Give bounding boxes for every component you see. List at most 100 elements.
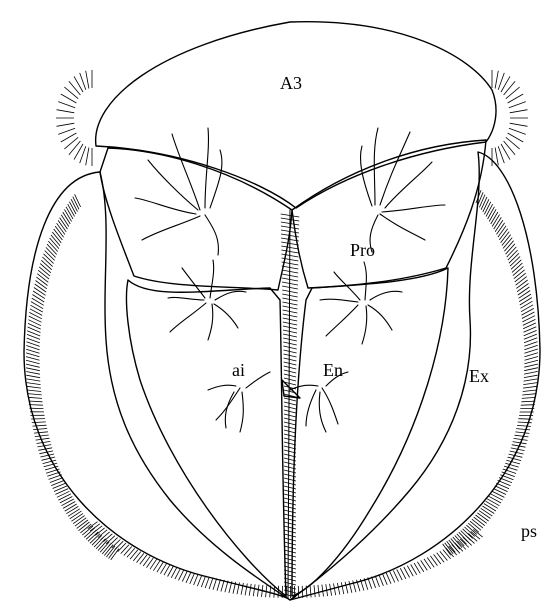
seta-line	[26, 372, 40, 375]
seta-line	[524, 349, 537, 353]
median-seta-line	[284, 406, 296, 409]
label-ai: ai	[232, 361, 245, 379]
seta-line	[495, 148, 498, 166]
median-seta-line	[283, 326, 297, 329]
seta-line	[519, 294, 531, 302]
label-ps: ps	[521, 522, 537, 540]
seta-line	[34, 288, 46, 296]
seta-line	[253, 584, 255, 596]
seta-line	[337, 583, 339, 595]
median-seta-line	[284, 430, 296, 433]
seta-line	[523, 386, 537, 388]
seta-line	[524, 379, 538, 381]
seta-line	[34, 432, 48, 433]
seta-line	[190, 573, 195, 584]
seta-line	[27, 379, 41, 381]
seta-line	[75, 518, 86, 526]
seta-line	[48, 241, 57, 251]
seta-line	[124, 547, 132, 556]
seta-line	[510, 110, 528, 113]
seta-line	[310, 585, 311, 597]
median-seta-line	[284, 398, 296, 401]
seta-line	[489, 209, 496, 221]
seta-line	[482, 506, 494, 514]
seta-line	[515, 435, 529, 437]
seta-line	[524, 364, 538, 367]
seta-line	[525, 353, 538, 357]
median-seta-line	[284, 542, 296, 545]
seta-line	[32, 295, 44, 303]
seta-line	[314, 585, 315, 597]
seta-line	[26, 368, 40, 371]
seta-line	[209, 578, 213, 589]
seta-line	[245, 584, 247, 596]
seta-line	[29, 312, 42, 318]
seta-line	[520, 298, 532, 305]
median-seta-line	[284, 494, 296, 497]
median-seta-line	[283, 334, 297, 337]
seta-line	[44, 254, 54, 264]
seta-line	[481, 508, 493, 516]
seta-line	[515, 273, 526, 282]
seta-line	[86, 71, 89, 89]
seta-line	[508, 457, 521, 461]
seta-line	[440, 551, 448, 560]
seta-line	[205, 577, 209, 588]
seta-line	[390, 572, 395, 583]
median-seta-line	[284, 486, 296, 489]
seta-line	[37, 274, 48, 283]
label-a3: A3	[280, 74, 302, 92]
seta-line	[515, 432, 529, 434]
seta-line	[510, 257, 520, 267]
seta-line	[516, 429, 530, 430]
seta-line	[28, 397, 42, 398]
median-seta-line	[284, 434, 296, 437]
seta-line	[521, 405, 535, 406]
seta-line	[68, 509, 80, 517]
median-seta-line	[284, 374, 296, 377]
seta-line	[497, 223, 505, 235]
seta-line	[57, 491, 70, 497]
seta-line	[63, 502, 75, 509]
seta-line	[106, 536, 115, 544]
median-seta-line	[284, 562, 296, 565]
seta-line	[69, 81, 81, 95]
seta-line	[62, 499, 74, 506]
bristle-group-left-protopod-upper	[135, 128, 222, 255]
left-exopod-outline	[24, 172, 290, 600]
seta-line	[66, 207, 73, 219]
median-seta-line	[284, 362, 297, 365]
seta-line	[30, 309, 42, 316]
seta-line	[345, 582, 348, 594]
right-protopod-outline	[292, 140, 486, 288]
median-seta-line	[284, 554, 296, 557]
seta-line	[217, 579, 221, 591]
seta-line	[486, 501, 498, 508]
seta-line	[334, 583, 336, 595]
seta-line	[524, 375, 538, 377]
seta-line	[472, 519, 483, 528]
seta-line	[133, 552, 141, 561]
seta-line	[481, 197, 487, 210]
seta-line	[522, 312, 535, 319]
seta-line	[86, 148, 89, 166]
seta-line	[63, 212, 70, 224]
seta-line	[501, 232, 510, 243]
median-seta-line	[284, 358, 297, 361]
seta-line	[483, 199, 489, 212]
seta-line	[58, 102, 75, 108]
seta-line	[516, 280, 527, 288]
seta-line	[26, 349, 39, 353]
seta-line	[28, 394, 42, 395]
seta-line	[115, 541, 124, 550]
seta-line	[509, 102, 526, 108]
seta-line	[130, 550, 138, 559]
seta-line	[509, 253, 519, 263]
seta-line	[502, 235, 511, 246]
seta-line	[495, 71, 498, 89]
median-seta-line	[284, 510, 296, 513]
seta-line	[375, 576, 379, 587]
seta-line	[33, 291, 45, 299]
seta-line	[40, 454, 54, 457]
